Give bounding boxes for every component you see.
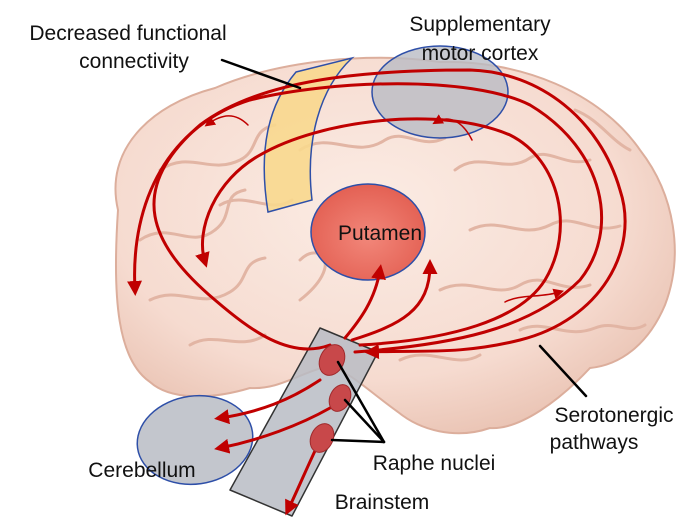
label-decreased-connectivity-line2: connectivity — [79, 50, 189, 73]
label-brainstem: Brainstem — [335, 491, 430, 514]
label-decreased-connectivity-line1: Decreased functional — [29, 22, 226, 45]
label-cerebellum: Cerebellum — [88, 459, 195, 482]
label-supplementary-line1: Supplementary — [409, 13, 551, 36]
label-supplementary-line2: motor cortex — [422, 42, 539, 65]
label-putamen: Putamen — [338, 222, 422, 245]
label-serotonergic-line2: pathways — [550, 431, 639, 454]
label-serotonergic-line1: Serotonergic — [554, 404, 673, 427]
leader-raphe-bottom — [332, 440, 384, 442]
label-raphe-nuclei: Raphe nuclei — [373, 452, 496, 475]
